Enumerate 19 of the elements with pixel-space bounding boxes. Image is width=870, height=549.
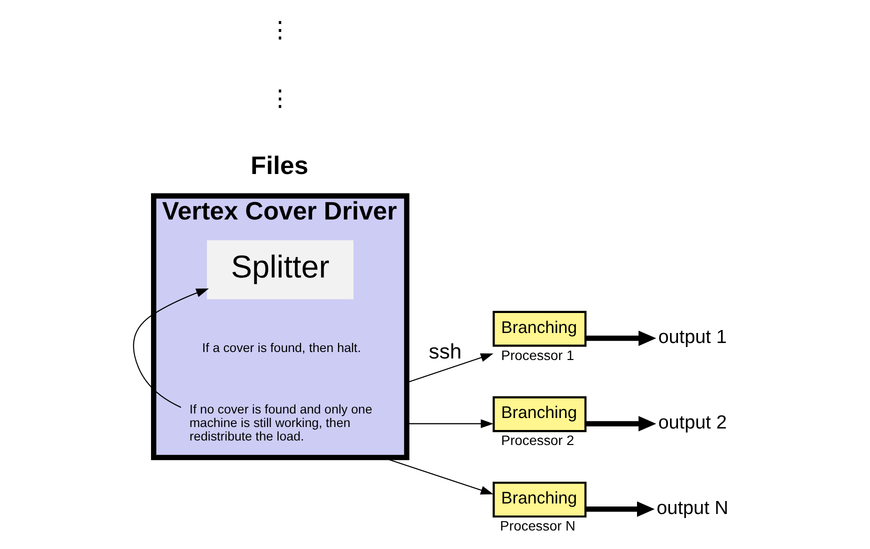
node-box: Splitter [206, 240, 354, 300]
label: Files [250, 152, 308, 180]
edge-label: ssh [428, 340, 462, 364]
arrow [406, 419, 494, 428]
node-text: output 1 [658, 326, 727, 348]
label: ⋮ [268, 84, 292, 111]
node-label: Processor N [500, 518, 576, 534]
arrow [133, 288, 209, 408]
node-label: Processor 2 [501, 433, 574, 448]
label: ⋮ [268, 16, 292, 42]
node-text: output N [656, 498, 728, 519]
arrow [586, 501, 655, 517]
node-text: If a cover is found, then halt. [202, 341, 361, 356]
arrow [586, 330, 656, 346]
node-text: If no cover is found and only one machine is still working, then redistribute the load. [190, 402, 372, 444]
arrow [586, 416, 656, 432]
arrow [406, 353, 494, 384]
node-label: Processor 1 [501, 348, 574, 363]
node-text: output 2 [658, 412, 727, 434]
